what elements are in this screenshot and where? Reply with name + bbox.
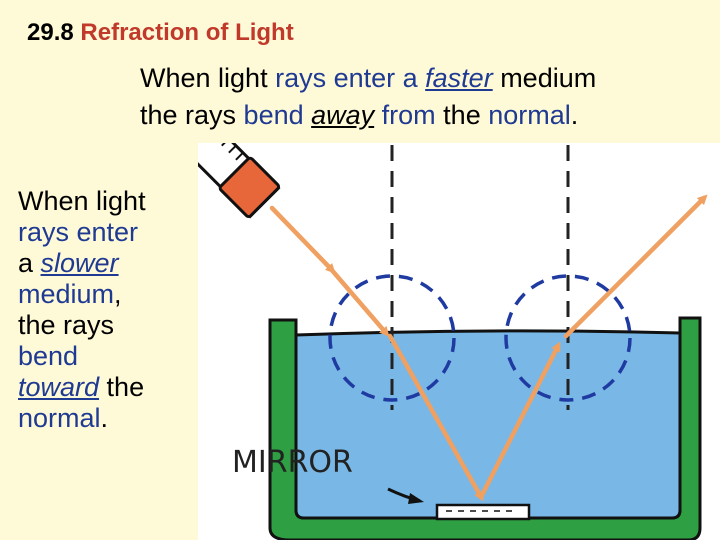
text-part: the xyxy=(99,372,145,402)
flashlight-grip-marks xyxy=(221,143,244,161)
text-part: medium xyxy=(492,63,597,93)
light-rays xyxy=(269,194,708,502)
slower-medium-statement: When light rays enter a slower medium, t… xyxy=(18,186,198,434)
flashlight xyxy=(198,143,281,219)
text-part: rays enter a xyxy=(275,63,426,93)
text-part: medium xyxy=(18,279,115,309)
text-part: bend xyxy=(243,100,312,130)
text-part: normal xyxy=(488,100,571,130)
ray-reflected-up xyxy=(478,341,561,500)
emphasis-slower: slower xyxy=(40,248,119,278)
text-part: from xyxy=(374,100,444,130)
text-part: normal xyxy=(18,403,101,433)
emphasis-toward: toward xyxy=(18,372,100,402)
dashed-circle-right xyxy=(504,274,632,402)
refraction-illustration: MIRROR xyxy=(198,143,720,540)
ray-emergent xyxy=(563,194,708,339)
text-part: When light xyxy=(140,63,276,93)
text-part: the rays xyxy=(18,310,115,340)
faster-medium-statement: When light rays enter a faster medium th… xyxy=(140,60,720,134)
ray-refracted-down xyxy=(387,333,484,502)
text-part: the rays xyxy=(140,100,244,130)
ray-incident xyxy=(327,265,390,337)
section-number: 29.8 xyxy=(27,19,74,46)
text-part: . xyxy=(100,403,109,433)
mirror xyxy=(435,503,531,521)
text-part: . xyxy=(570,100,579,130)
water xyxy=(294,329,682,520)
mirror-label: MIRROR xyxy=(232,445,353,480)
container xyxy=(268,316,702,540)
text-part: a xyxy=(18,248,41,278)
mirror-pointer-arrow xyxy=(387,487,424,504)
slide-header: 29.8 Refraction of Light xyxy=(27,19,294,47)
text-part: , xyxy=(114,279,122,309)
text-part: When light xyxy=(18,186,146,216)
emphasis-away: away xyxy=(311,100,375,130)
text-part: bend xyxy=(18,341,79,371)
section-title: Refraction of Light xyxy=(80,19,294,46)
ray-incident-mid xyxy=(269,205,336,274)
text-part: the xyxy=(443,100,489,130)
text-part: rays enter xyxy=(18,217,139,247)
emphasis-faster: faster xyxy=(425,63,493,93)
flashlight-head xyxy=(218,156,281,219)
dashed-circle-left xyxy=(328,274,456,402)
